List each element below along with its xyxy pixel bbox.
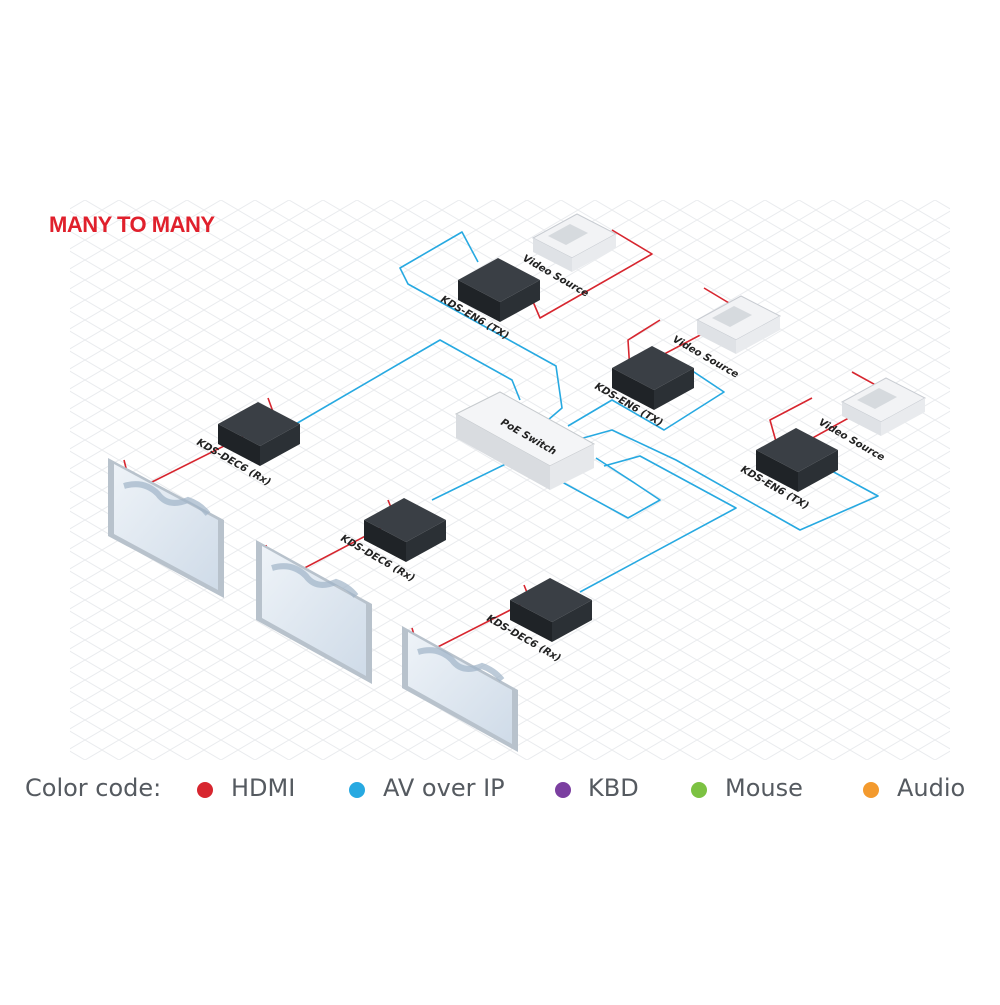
encoder-tx-1 (458, 258, 540, 322)
ip-cable-tx1 (399, 231, 563, 421)
legend-label-hdmi: HDMI (231, 774, 296, 802)
legend-dot-av-over-ip (349, 782, 365, 798)
legend-dot-kbd (555, 782, 571, 798)
legend-label-av-over-ip: AV over IP (383, 774, 505, 802)
legend-label-mouse: Mouse (725, 774, 803, 802)
decoder-rx-2 (364, 498, 446, 562)
legend-dot-mouse (691, 782, 707, 798)
encoder-tx-3 (756, 428, 838, 492)
display-1 (108, 458, 224, 598)
ip-cable-rx1 (281, 339, 521, 433)
ip-cable-tx2 (567, 367, 725, 431)
color-legend: Color code: HDMI AV over IP KBD Mouse Au… (25, 770, 985, 810)
encoder-tx-2 (612, 346, 694, 410)
display-3 (402, 626, 518, 752)
ip-cable-rx2 (431, 457, 661, 519)
legend-label-kbd: KBD (588, 774, 639, 802)
ip-cable-rx3 (579, 455, 737, 593)
video-source-3 (840, 377, 927, 436)
poe-switch (454, 391, 596, 490)
decoder-rx-1 (218, 402, 300, 466)
legend-heading: Color code: (25, 774, 162, 802)
display-2 (256, 540, 372, 684)
ip-cable-tx3 (575, 429, 879, 531)
diagram-title: MANY TO MANY (49, 212, 215, 237)
legend-dot-hdmi (197, 782, 213, 798)
legend-label-audio: Audio (897, 774, 966, 802)
hdmi-cable-source1 (527, 229, 653, 319)
video-source-1 (531, 213, 618, 272)
video-source-2 (695, 295, 782, 354)
legend-dot-audio (863, 782, 879, 798)
decoder-rx-3 (510, 578, 592, 642)
